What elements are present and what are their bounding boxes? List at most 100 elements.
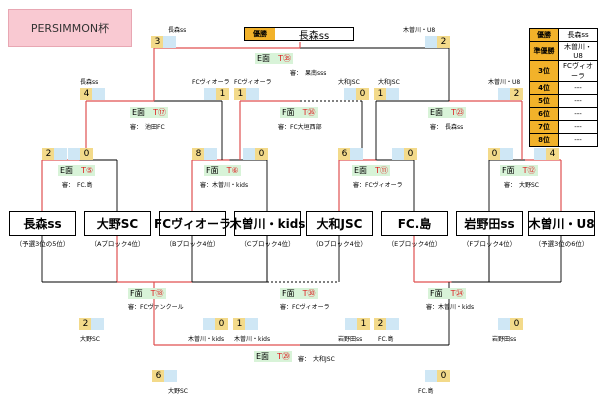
score-left: 8 (192, 148, 205, 160)
rank-team: 木曽川・U8 (558, 41, 598, 61)
ranking-row: 優勝長森ss (529, 28, 598, 42)
team-qualifier: （Cブロック4位） (240, 240, 295, 248)
score-blank (344, 88, 357, 100)
match-label-t5: E面 T⑤ (58, 165, 96, 176)
match-label-t30: F面 T㉚ (280, 288, 318, 299)
slot-team-label: 長森ss (80, 79, 99, 86)
score-blank (203, 318, 216, 330)
team-box[interactable]: FCヴィオーラ (154, 211, 231, 236)
team-box[interactable]: 大和JSC (306, 211, 373, 236)
score-left: 1 (374, 88, 387, 100)
match-label-t18: F面 T⑱ (128, 288, 166, 299)
champion-team: 長森ss (298, 30, 330, 42)
match-label-t23: E面 T㉓ (428, 107, 466, 118)
match-referee: 審： 大野SC (504, 182, 539, 189)
match-referee: 審：FCヴィオーラ (280, 304, 330, 311)
score-blank (534, 148, 547, 160)
match-referee: 審：FCヴァンクール (128, 304, 184, 311)
champion-label: 優勝 (245, 28, 275, 40)
slot-team-label: FCヴィオーラ (234, 79, 272, 86)
score-blank (164, 370, 177, 382)
team-qualifier: （Bブロック4位） (165, 240, 220, 248)
score-left: 1 (234, 88, 247, 100)
score-right: 0 (437, 370, 450, 382)
slot-team-label: 大野SC (80, 336, 100, 343)
rank-label: 優勝 (529, 28, 559, 42)
rank-team: FCヴィオーラ (558, 60, 598, 82)
score-right: 4 (546, 148, 559, 160)
score-blank (92, 88, 105, 100)
rank-label: 準優勝 (529, 41, 559, 61)
ranking-row: 5位--- (529, 94, 598, 108)
score-blank (68, 148, 81, 160)
match-label-t6: F面 T⑥ (204, 165, 241, 176)
match-label-t11: E面 T⑪ (352, 165, 390, 176)
score-blank (163, 36, 176, 48)
score-blank (91, 318, 104, 330)
rank-team: 長森ss (558, 28, 598, 42)
slot-team-label: 長森ss (168, 27, 187, 34)
score-right: 2 (437, 36, 450, 48)
ranking-row: 準優勝木曽川・U8 (529, 41, 598, 61)
ranking-row: 8位--- (529, 133, 598, 147)
score-right: 1 (216, 88, 229, 100)
score-blank (243, 148, 256, 160)
rank-team: --- (558, 94, 598, 108)
team-qualifier: （予選3位の6位） (534, 240, 589, 248)
match-label-t35: E面 T㉟ (255, 53, 293, 64)
rank-team: --- (558, 120, 598, 134)
slot-team-label: 大和JSC (378, 79, 400, 86)
score-right: 0 (404, 148, 417, 160)
score-blank (498, 88, 511, 100)
score-blank (386, 88, 399, 100)
slot-team-label: FC.島 (378, 336, 394, 343)
team-box[interactable]: 木曽川・U8 (528, 211, 595, 236)
score-left: 6 (152, 370, 165, 382)
match-referee: 審：FC大垣西部 (278, 124, 322, 131)
team-qualifier: （Dブロック4位） (312, 240, 367, 248)
score-blank (498, 318, 511, 330)
match-referee: 審： FC.島 (62, 182, 93, 189)
team-box[interactable]: 木曽川・kids (230, 211, 305, 236)
tournament-title: PERSIMMON杯 (8, 9, 132, 47)
score-right: 0 (510, 318, 523, 330)
score-blank (204, 88, 217, 100)
match-referee: 審： 池田FC (130, 124, 165, 131)
ranking-row: 4位--- (529, 81, 598, 95)
match-label-t24: F面 T㉔ (428, 288, 466, 299)
slot-team-label: 木曽川・U8 (488, 79, 521, 86)
score-left: 2 (42, 148, 55, 160)
match-referee: 審：木曽川・kids (200, 182, 249, 189)
slot-team-label: FCヴィオーラ (192, 79, 230, 86)
slot-team-label: 木曽川・U8 (403, 27, 436, 34)
team-box[interactable]: 大野SC (84, 211, 151, 236)
team-box[interactable]: FC.島 (381, 211, 448, 236)
score-left: 1 (233, 318, 246, 330)
rank-team: --- (558, 81, 598, 95)
team-box[interactable]: 長森ss (9, 211, 76, 236)
rank-label: 4位 (529, 81, 559, 95)
score-right: 2 (510, 88, 523, 100)
champion-box: 優勝 長森ss (244, 27, 354, 42)
rank-label: 5位 (529, 94, 559, 108)
score-left: 0 (488, 148, 501, 160)
team-box[interactable]: 岩野田ss (456, 211, 523, 236)
score-right: 0 (80, 148, 93, 160)
match-referee: 審： 果南sss (290, 70, 327, 77)
slot-team-label: 岩野田ss (338, 336, 363, 343)
ranking-row: 6位--- (529, 107, 598, 121)
slot-team-label: 大野SC (168, 388, 188, 395)
score-left: 2 (79, 318, 92, 330)
ranking-row: 7位--- (529, 120, 598, 134)
score-blank (392, 148, 405, 160)
match-label-t12: F面 T⑫ (500, 165, 538, 176)
score-blank (245, 318, 258, 330)
rank-team: --- (558, 107, 598, 121)
score-left: 3 (151, 36, 164, 48)
match-referee: 審：FCヴィオーラ (353, 182, 403, 189)
slot-team-label: 木曽川・kids (188, 336, 225, 343)
rank-label: 8位 (529, 133, 559, 147)
score-blank (54, 148, 67, 160)
